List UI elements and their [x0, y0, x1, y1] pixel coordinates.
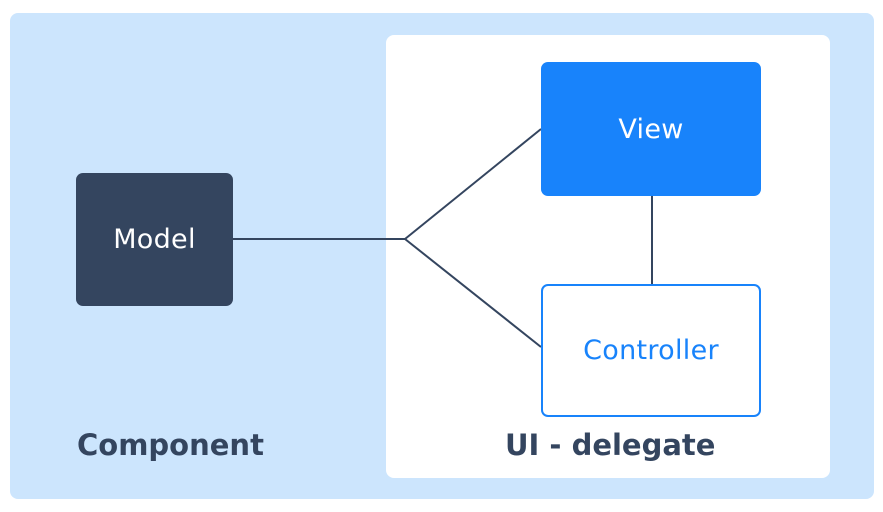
component-group-label: Component: [77, 428, 264, 462]
ui-delegate-group-label: UI - delegate: [505, 428, 716, 462]
model-node-label: Model: [113, 224, 196, 255]
view-node: View: [541, 62, 761, 196]
edge-junction-to-view: [404, 128, 542, 240]
edge-junction-to-controller: [404, 238, 542, 348]
controller-node-label: Controller: [583, 335, 719, 366]
model-node: Model: [76, 173, 233, 306]
controller-node: Controller: [541, 284, 761, 417]
view-node-label: View: [618, 113, 684, 145]
